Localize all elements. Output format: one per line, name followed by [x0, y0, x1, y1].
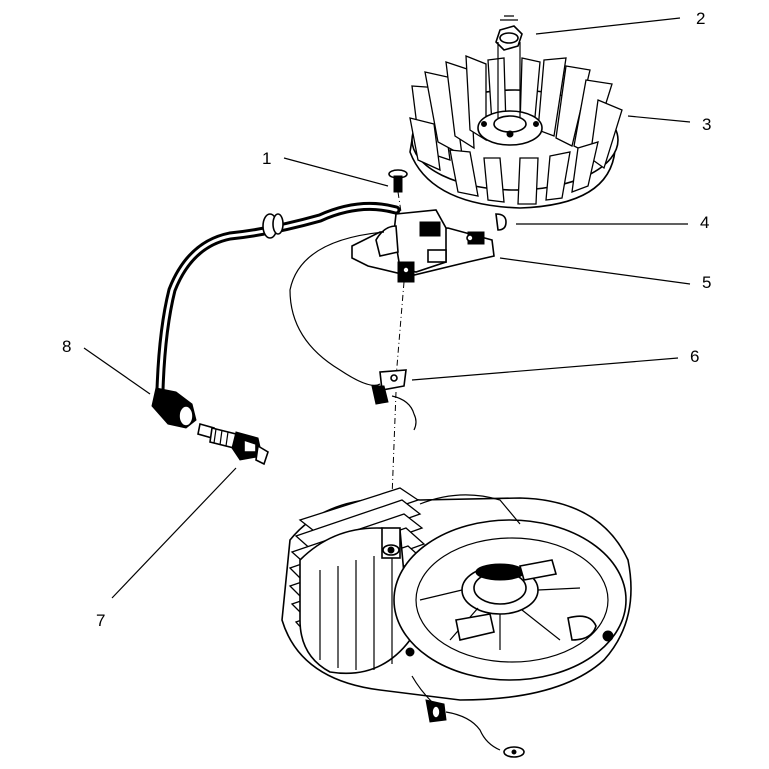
part-bottom-grommet: [411, 675, 525, 758]
callout-2: 2: [696, 9, 705, 28]
callout-labels: 1 2 3 4 5 6 7 8: [62, 9, 711, 630]
ground-wire: [289, 231, 417, 431]
callout-8: 8: [62, 337, 71, 356]
part-ignition-module: [351, 209, 495, 379]
part-screw: [388, 169, 408, 233]
callout-3: 3: [702, 115, 711, 134]
part-bracket-clip: [371, 369, 407, 551]
callout-7: 7: [96, 611, 105, 630]
part-flywheel: [409, 42, 623, 209]
spark-plug-wire: [155, 201, 401, 395]
leader-line-3: [627, 115, 691, 123]
part-nut: [495, 15, 523, 51]
leader-line-1: [283, 157, 389, 187]
callout-5: 5: [702, 273, 711, 292]
callout-1: 1: [262, 149, 271, 168]
part-spark-plug-boot: [151, 387, 197, 429]
leader-lines: [83, 17, 691, 599]
leader-line-8: [83, 347, 151, 395]
callout-6: 6: [690, 347, 699, 366]
callout-4: 4: [700, 213, 709, 232]
part-spark-plug: [197, 422, 269, 466]
leader-line-2: [535, 17, 681, 35]
leader-line-5: [499, 257, 691, 285]
part-key: [495, 213, 507, 231]
leader-line-6: [411, 357, 679, 381]
part-engine-block: [281, 487, 632, 701]
leader-line-7: [111, 467, 237, 599]
